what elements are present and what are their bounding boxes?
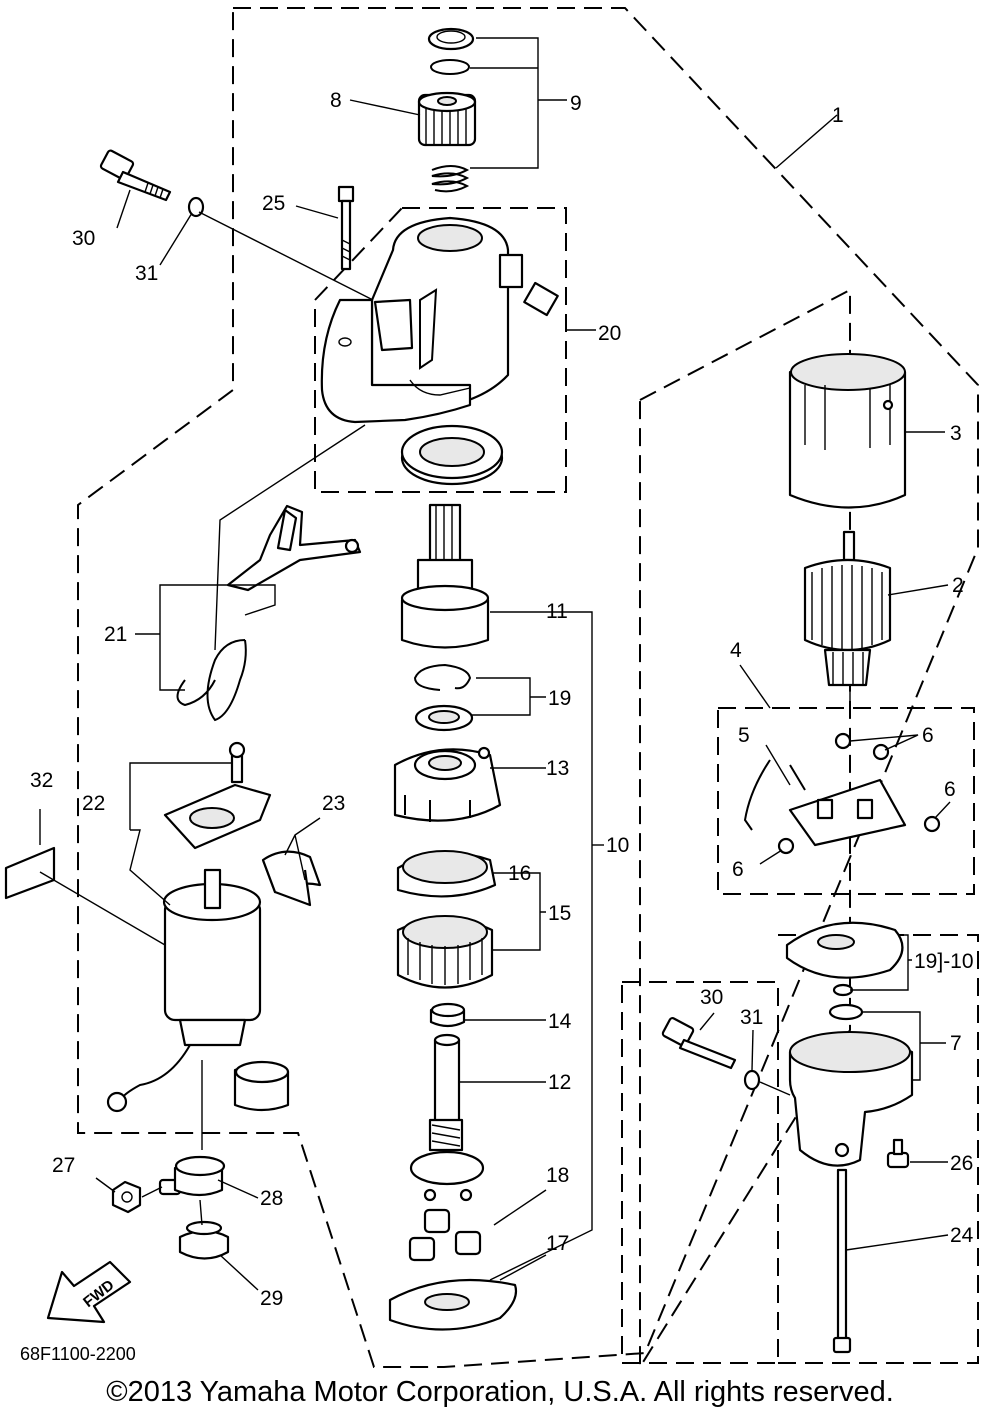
internal-gear-15 bbox=[396, 915, 494, 989]
screw-26 bbox=[886, 1138, 910, 1169]
bearing bbox=[400, 424, 504, 486]
bolt-30-lower bbox=[661, 1017, 737, 1070]
spring bbox=[431, 165, 470, 193]
shaft-12 bbox=[409, 1033, 485, 1202]
bracket-7-boundary bbox=[621, 981, 779, 1364]
forward-direction-arrow: FWD bbox=[46, 1260, 132, 1324]
yoke-3 bbox=[788, 353, 907, 509]
assembly-10-boundary bbox=[639, 288, 851, 1371]
callout-6-right: 6 bbox=[944, 778, 956, 801]
callout-14: 14 bbox=[548, 1010, 572, 1033]
planet-gears-18 bbox=[408, 1208, 482, 1262]
pinion-set-9 bbox=[417, 27, 477, 193]
callout-16: 16 bbox=[508, 862, 531, 885]
assembly-20-boundary bbox=[314, 207, 567, 493]
brush-holder-4-boundary bbox=[717, 707, 975, 895]
callout-12: 12 bbox=[548, 1071, 571, 1094]
nut-27 bbox=[111, 1180, 142, 1214]
dust-cover-23 bbox=[261, 850, 322, 907]
callout-17: 17 bbox=[546, 1232, 569, 1255]
callout-30-lower: 30 bbox=[700, 986, 723, 1009]
callout-30-upper: 30 bbox=[72, 227, 95, 250]
stopper-ring-19 bbox=[413, 663, 474, 732]
callout-11: 11 bbox=[546, 600, 568, 623]
washer-31-lower bbox=[743, 1069, 761, 1091]
callout-32: 32 bbox=[30, 769, 53, 792]
boot bbox=[233, 1060, 290, 1112]
copyright-notice: ©2013 Yamaha Motor Corporation, U.S.A. A… bbox=[106, 1376, 894, 1408]
callout-24: 24 bbox=[950, 1224, 974, 1247]
callout-31-upper: 31 bbox=[135, 262, 158, 285]
callout-21: 21 bbox=[104, 623, 127, 646]
cover-29 bbox=[178, 1220, 230, 1260]
leader-lines bbox=[39, 37, 951, 1291]
armature-2 bbox=[803, 530, 892, 687]
brush-holder-4 bbox=[743, 732, 941, 855]
sticker-32 bbox=[4, 846, 56, 900]
callout-9: 9 bbox=[570, 92, 582, 115]
terminal-28 bbox=[158, 1155, 226, 1197]
front-housing-20 bbox=[320, 216, 559, 424]
callout-6-top: 6 bbox=[922, 724, 934, 747]
callout-2: 2 bbox=[952, 574, 964, 597]
callout-5: 5 bbox=[738, 724, 750, 747]
callout-19-10: 19]-10 bbox=[914, 950, 974, 973]
washer-16 bbox=[396, 850, 497, 898]
callout-13: 13 bbox=[546, 757, 569, 780]
callout-labels: 1 8 9 25 30 31 20 3 2 11 21 4 19 5 6 13 … bbox=[20, 89, 974, 1364]
diagram-code: 68F1100-2200 bbox=[20, 1344, 136, 1364]
callout-3: 3 bbox=[950, 422, 962, 445]
clutch-11 bbox=[400, 503, 490, 649]
callout-8: 8 bbox=[330, 89, 342, 112]
callout-27: 27 bbox=[52, 1154, 75, 1177]
callout-20: 20 bbox=[598, 322, 621, 345]
callout-28: 28 bbox=[260, 1187, 283, 1210]
assembly-1-boundary bbox=[77, 7, 979, 1368]
callout-29: 29 bbox=[260, 1287, 283, 1310]
callout-10: 10 bbox=[606, 834, 629, 857]
shift-lever-21 bbox=[176, 504, 362, 722]
callout-31-lower: 31 bbox=[740, 1006, 763, 1029]
callout-6-bottom: 6 bbox=[732, 858, 744, 881]
callout-7: 7 bbox=[950, 1032, 962, 1055]
callout-15: 15 bbox=[548, 902, 571, 925]
bearing-14 bbox=[429, 1002, 466, 1028]
callout-19: 19 bbox=[548, 687, 571, 710]
callout-25: 25 bbox=[262, 192, 285, 215]
callout-1: 1 bbox=[832, 104, 844, 127]
bolt-25 bbox=[337, 185, 355, 271]
pinion-gear-8 bbox=[417, 91, 477, 147]
plate-19-lower bbox=[785, 921, 904, 997]
callout-26: 26 bbox=[950, 1152, 973, 1175]
bolt-30-upper bbox=[99, 149, 172, 202]
plate-17 bbox=[388, 1278, 518, 1331]
cover-13 bbox=[393, 746, 502, 822]
end-cover-boundary bbox=[778, 934, 979, 1364]
solenoid-22 bbox=[106, 741, 272, 1113]
through-bolt-24 bbox=[832, 1168, 852, 1354]
callout-4: 4 bbox=[730, 639, 742, 662]
callout-18: 18 bbox=[546, 1164, 569, 1187]
callout-23: 23 bbox=[322, 792, 345, 815]
callout-22: 22 bbox=[82, 792, 105, 815]
rear-bracket-7 bbox=[788, 1003, 914, 1167]
